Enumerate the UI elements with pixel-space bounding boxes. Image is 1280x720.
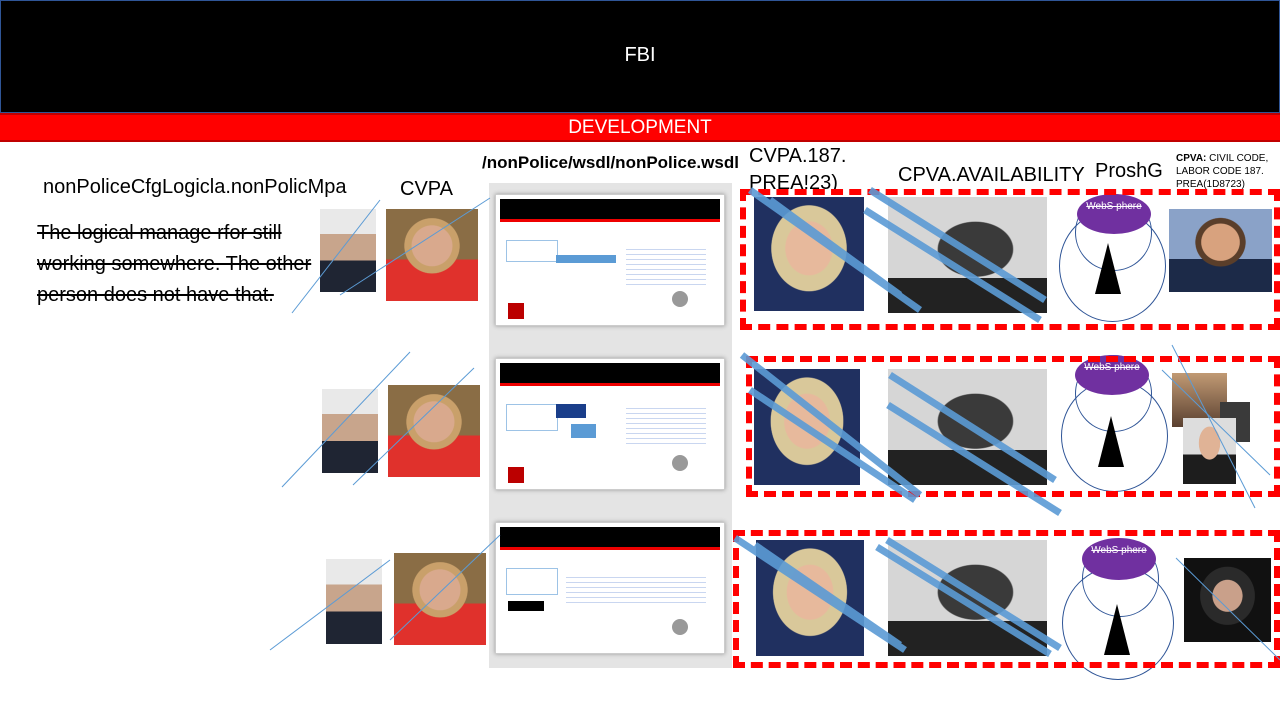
triangle-icon: [1095, 243, 1121, 294]
cpva-note: CPVA: CIVIL CODE, LABOR CODE 187. PREA(1…: [1176, 152, 1276, 190]
portrait-woman: [388, 385, 480, 477]
header-bar: [0, 0, 1280, 113]
triangle-icon: [1104, 604, 1130, 655]
wsdl-label: /nonPolice/wsdl/nonPolice.wsdl: [482, 153, 739, 172]
config-label: nonPoliceCfgLogicla.nonPolicMpa: [43, 176, 347, 198]
cvpa-label: CVPA: [400, 178, 453, 200]
cpva-note-text: CIVIL CODE, LABOR CODE 187. PREA(1D8723): [1176, 153, 1269, 190]
cpva-note-bold: CPVA:: [1176, 153, 1207, 164]
triangle-icon: [1098, 416, 1124, 467]
portrait-man: [322, 389, 378, 473]
portrait-man: [326, 559, 382, 644]
dashed-box: [733, 530, 1280, 668]
slide-thumbnail: [495, 358, 725, 490]
slide-thumbnail: [495, 522, 725, 654]
portrait-woman: [386, 209, 478, 301]
portrait-man-right: [1169, 209, 1272, 292]
dashed-box: [746, 356, 1280, 497]
development-bar: [0, 113, 1280, 142]
websphere-pill: WebS phere: [1077, 194, 1151, 234]
availability-label: CPVA.AVAILABILITY: [898, 164, 1085, 186]
slide-thumbnail: [495, 194, 725, 326]
dashed-box: [740, 189, 1280, 330]
strikethrough-note: The logical manage rfor still working so…: [37, 222, 312, 306]
websphere-pill: WebS phere: [1082, 538, 1156, 580]
page-title: FBI: [624, 44, 656, 66]
portrait-man: [320, 209, 376, 292]
proshg-label: ProshG: [1095, 160, 1163, 182]
cvpa187-line1: CVPA.187.: [749, 145, 847, 167]
portrait-woman: [394, 553, 486, 645]
development-title: DEVELOPMENT: [568, 117, 712, 138]
